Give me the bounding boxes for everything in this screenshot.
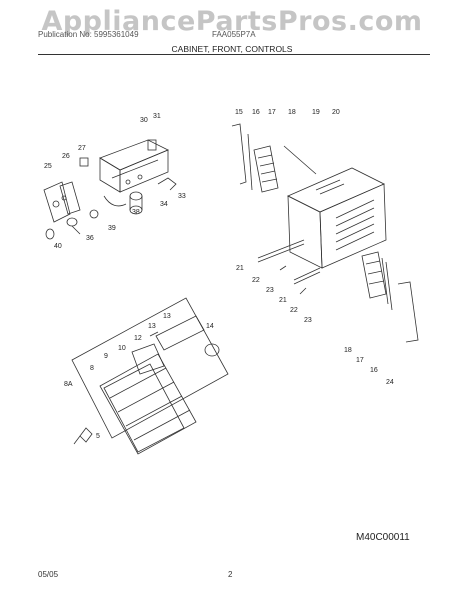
callout-20: 20 — [332, 109, 340, 116]
callout-18b: 18 — [344, 347, 352, 354]
callout-21: 21 — [236, 265, 244, 272]
watermark: AppliancePartsPros.com — [41, 6, 423, 37]
callout-8: 8 — [90, 365, 94, 372]
diagram-code: M40C00011 — [356, 532, 410, 543]
callout-33: 33 — [178, 193, 186, 200]
callout-38: 38 — [132, 209, 140, 216]
section-title: CABINET, FRONT, CONTROLS — [171, 44, 293, 54]
callout-8a: 8A — [64, 381, 73, 388]
callout-16b: 16 — [370, 367, 378, 374]
cabinet-assembly — [231, 123, 419, 343]
callout-18: 18 — [288, 109, 296, 116]
callout-36: 36 — [86, 235, 94, 242]
front-panel-assembly — [71, 297, 229, 455]
callout-23: 23 — [266, 287, 274, 294]
callout-11: 12 — [134, 335, 142, 342]
callout-25: 25 — [44, 163, 52, 170]
footer-page-number: 2 — [228, 570, 233, 579]
callout-9: 9 — [104, 353, 108, 360]
callout-40: 40 — [54, 243, 62, 250]
callout-14: 14 — [206, 323, 214, 330]
callout-17b: 17 — [356, 357, 364, 364]
callout-labels: 31 30 27 26 25 33 34 38 39 36 40 15 16 1… — [44, 109, 394, 440]
callout-24: 24 — [386, 379, 394, 386]
model-number: FAA055P7A — [212, 30, 256, 39]
callout-31: 31 — [153, 113, 161, 120]
footer-date: 05/05 — [38, 570, 59, 579]
callout-12: 13 — [148, 323, 156, 330]
callout-13: 13 — [163, 313, 171, 320]
callout-34: 34 — [160, 201, 168, 208]
callout-16: 16 — [252, 109, 260, 116]
callout-21b: 21 — [279, 297, 287, 304]
callout-19: 19 — [312, 109, 320, 116]
callout-15: 15 — [235, 109, 243, 116]
callout-27: 27 — [78, 145, 86, 152]
callout-5: 5 — [96, 433, 100, 440]
callout-26: 26 — [62, 153, 70, 160]
callout-22b: 22 — [290, 307, 298, 314]
callout-23b: 23 — [304, 317, 312, 324]
publication-number: Publication No: 5995361049 — [38, 30, 139, 39]
callout-10: 10 — [118, 345, 126, 352]
callout-39: 39 — [108, 225, 116, 232]
callout-22: 22 — [252, 277, 260, 284]
header-rule — [38, 54, 430, 55]
control-panel-assembly — [43, 139, 177, 240]
callout-17: 17 — [268, 109, 276, 116]
callout-30: 30 — [140, 117, 148, 124]
